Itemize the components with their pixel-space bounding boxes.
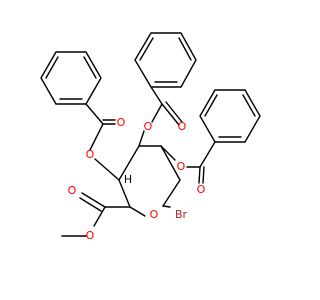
bond-ether [138,130,145,147]
bond-ether [151,103,163,123]
atom-o-ester-carbonyl: O [68,184,77,197]
atom-o-right-carbonyl: O [197,183,206,196]
molecule-structure: O Br H O O O O O O O O [40,32,261,242]
atom-o-ester-methoxy: O [86,229,95,242]
atom-o-mid-ether: O [144,120,153,133]
aromatic-bond [139,37,154,61]
atom-labels: O Br H O O O O O O O O [68,116,206,242]
bond-aryl [199,141,216,168]
atom-o-right-ether: O [177,160,186,173]
bond-carbonyl [198,166,201,184]
aromatic-bond [83,56,97,79]
aromatic-bond [242,94,256,117]
bond-ester [93,206,106,227]
bond-aryl [150,86,163,105]
atom-o-left-carbonyl: O [117,116,126,129]
bond-carbonyl [202,166,205,184]
bond-ring [129,206,146,217]
bond-c-br [162,205,171,208]
benzene-ring [134,32,197,88]
bond-carbonyl [161,103,180,126]
atom-h: H [124,173,132,186]
bond-ester-double [81,192,106,208]
bond-ring [162,179,181,207]
bond-ring [160,145,181,181]
bond-ether [89,123,104,151]
bond-aryl [85,103,104,125]
bond-carbonyl [165,101,183,123]
bond-ring [118,179,131,208]
structure-diagram: O Br H O O O O O O O O [40,32,261,242]
bond-ether [160,145,176,161]
bond-ester-double [79,197,102,212]
bonds [40,32,261,237]
atom-o-left-ether: O [86,148,95,161]
aromatic-bond [178,37,192,61]
atom-br: Br [175,208,188,221]
bond-ether [94,158,120,181]
aromatic-bond [45,56,59,79]
benzene-ring [40,51,102,105]
bond-ring [118,145,140,181]
atom-o-mid-carbonyl: O [178,120,187,133]
atom-o-ring: O [150,208,159,221]
aromatic-bond [204,94,218,117]
benzene-ring [199,89,261,143]
